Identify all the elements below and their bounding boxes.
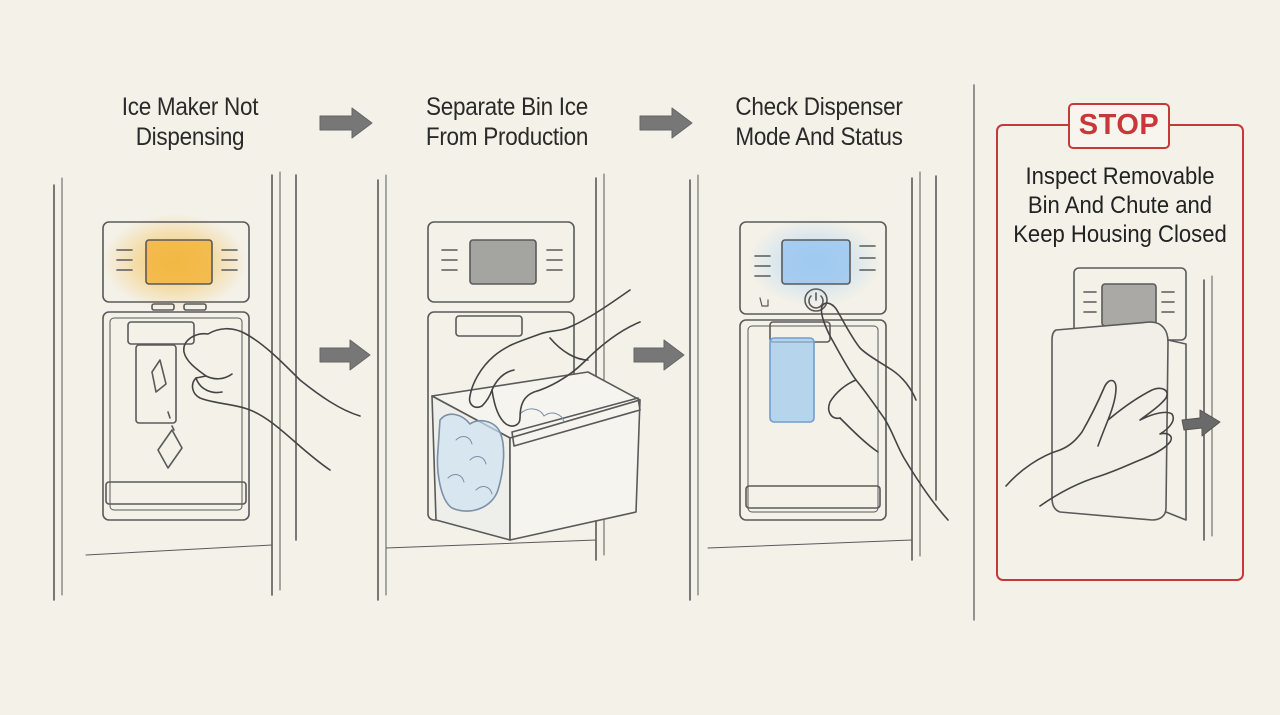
step-3-title-line-1: Check Dispenser: [735, 93, 903, 121]
step-1-title-line-1: Ice Maker Not: [121, 93, 259, 121]
stop-instruction-line-2: Bin And Chute and: [1027, 192, 1213, 219]
stop-instruction-line-3: Keep Housing Closed: [1013, 221, 1227, 248]
power-button-icon[interactable]: [804, 288, 828, 312]
arrow-right-icon: [639, 107, 693, 139]
stop-instruction-line-1: Inspect Removable: [1025, 163, 1215, 190]
step-3-title-line-2: Mode And Status: [735, 123, 903, 151]
panel-1-hand: [183, 327, 361, 471]
panel-1-dispenser: [53, 171, 297, 601]
arrow-right-icon: [319, 339, 371, 371]
stop-badge: STOP: [1068, 103, 1170, 149]
arrow-right-icon: [319, 107, 373, 139]
step-2-title: Separate Bin Ice From Production: [404, 92, 611, 152]
hand-icon: [1005, 379, 1175, 507]
panel-2-hand: [468, 289, 641, 427]
step-1-title: Ice Maker Not Dispensing: [91, 92, 289, 152]
step-2-title-line-1: Separate Bin Ice: [425, 93, 589, 121]
step-3-title: Check Dispenser Mode And Status: [716, 92, 923, 152]
stop-instruction: Inspect Removable Bin And Chute and Keep…: [1010, 162, 1231, 249]
panel-3-dispenser: [689, 171, 937, 601]
step-2-title-line-2: From Production: [425, 123, 589, 151]
step-1-title-line-2: Dispensing: [135, 123, 245, 151]
ice-bin-icon: [431, 371, 641, 541]
panel-4-dispenser: [1051, 267, 1213, 541]
panel-3-hand: [820, 302, 949, 521]
arrow-right-icon: [633, 339, 685, 371]
arrow-right-icon: [1181, 409, 1221, 437]
